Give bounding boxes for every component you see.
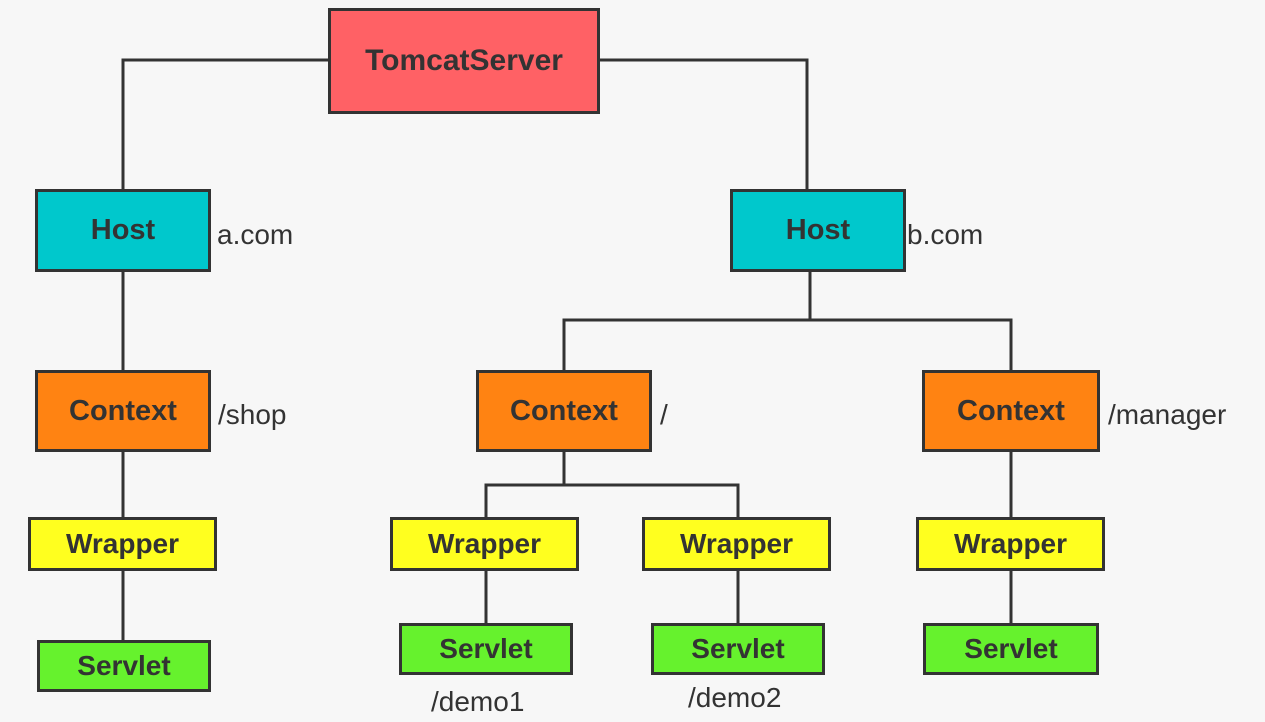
connector-host-b-context-root [562, 318, 810, 371]
connector-server-host-b [598, 58, 809, 190]
connector-context-root-wrapper-2 [564, 483, 740, 518]
host-node-a: Host [35, 189, 211, 272]
tomcat-server-node: TomcatServer [328, 8, 600, 114]
context-node-root: Context [476, 370, 652, 452]
connector-host-b-context-manager [810, 318, 1013, 371]
wrapper-node-demo1: Wrapper [390, 517, 579, 571]
context-path-manager: /manager [1108, 399, 1227, 430]
connector-server-host-a [121, 58, 330, 190]
host-node-b: Host [730, 189, 906, 272]
servlet-node-demo1: Servlet [399, 623, 573, 675]
host-domain-b: b.com [907, 219, 984, 250]
servlet-node-manager: Servlet [923, 623, 1099, 675]
context-node-shop: Context [35, 370, 211, 452]
wrapper-node-demo2: Wrapper [642, 517, 831, 571]
servlet-mapping-demo2: /demo2 [688, 682, 782, 713]
servlet-node-shop: Servlet [37, 640, 211, 692]
wrapper-node-manager: Wrapper [916, 517, 1105, 571]
context-node-manager: Context [922, 370, 1100, 452]
servlet-mapping-demo1: /demo1 [431, 686, 525, 717]
connector-context-root-wrapper-1 [484, 483, 564, 518]
wrapper-node-shop: Wrapper [28, 517, 217, 571]
host-domain-a: a.com [217, 219, 294, 250]
context-path-root: / [660, 399, 668, 430]
servlet-node-demo2: Servlet [651, 623, 825, 675]
context-path-shop: /shop [218, 399, 287, 430]
